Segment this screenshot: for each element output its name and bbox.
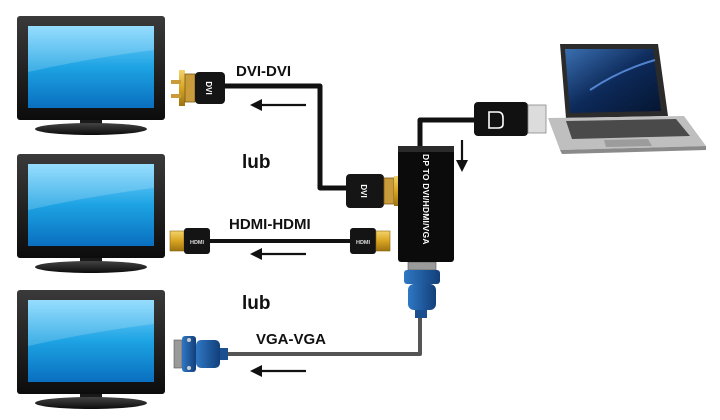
dp-adapter-box [398, 146, 454, 262]
vga-connector-adapter [404, 261, 440, 318]
label-or-2: lub [242, 293, 271, 314]
label-dvi-dvi: DVI-DVI [236, 63, 292, 80]
vga-connector-monitor [173, 336, 228, 372]
adapter-label: DP TO DVI/HDMI/VGA [421, 154, 431, 245]
arrow-dvi [250, 99, 306, 111]
monitor-bottom [17, 290, 165, 409]
monitor-middle [17, 154, 165, 273]
hdmi-connector-adapter: HDMI [350, 228, 391, 254]
monitor-top [17, 16, 165, 135]
vga-cable [225, 318, 422, 356]
dvi-connector-text-2: DVI [359, 184, 368, 197]
laptop [548, 44, 706, 154]
arrow-vga [250, 365, 306, 377]
dp-cable [417, 117, 478, 146]
dvi-connector-adapter: DVI [346, 174, 399, 208]
hdmi-connector-text-left: HDMI [190, 240, 205, 246]
label-hdmi-hdmi: HDMI-HDMI [229, 216, 311, 233]
dvi-connector-text: DVI [204, 81, 213, 94]
hdmi-connector-text-right: HDMI [356, 240, 371, 246]
label-vga-vga: VGA-VGA [256, 331, 327, 348]
dvi-cable [218, 83, 348, 191]
arrow-hdmi [250, 248, 306, 260]
label-or-1: lub [242, 152, 271, 173]
arrow-dp [456, 140, 468, 172]
dvi-connector-monitor: DVI [171, 70, 225, 106]
displayport-connector [474, 102, 547, 136]
hdmi-connector-monitor: HDMI [169, 228, 210, 254]
